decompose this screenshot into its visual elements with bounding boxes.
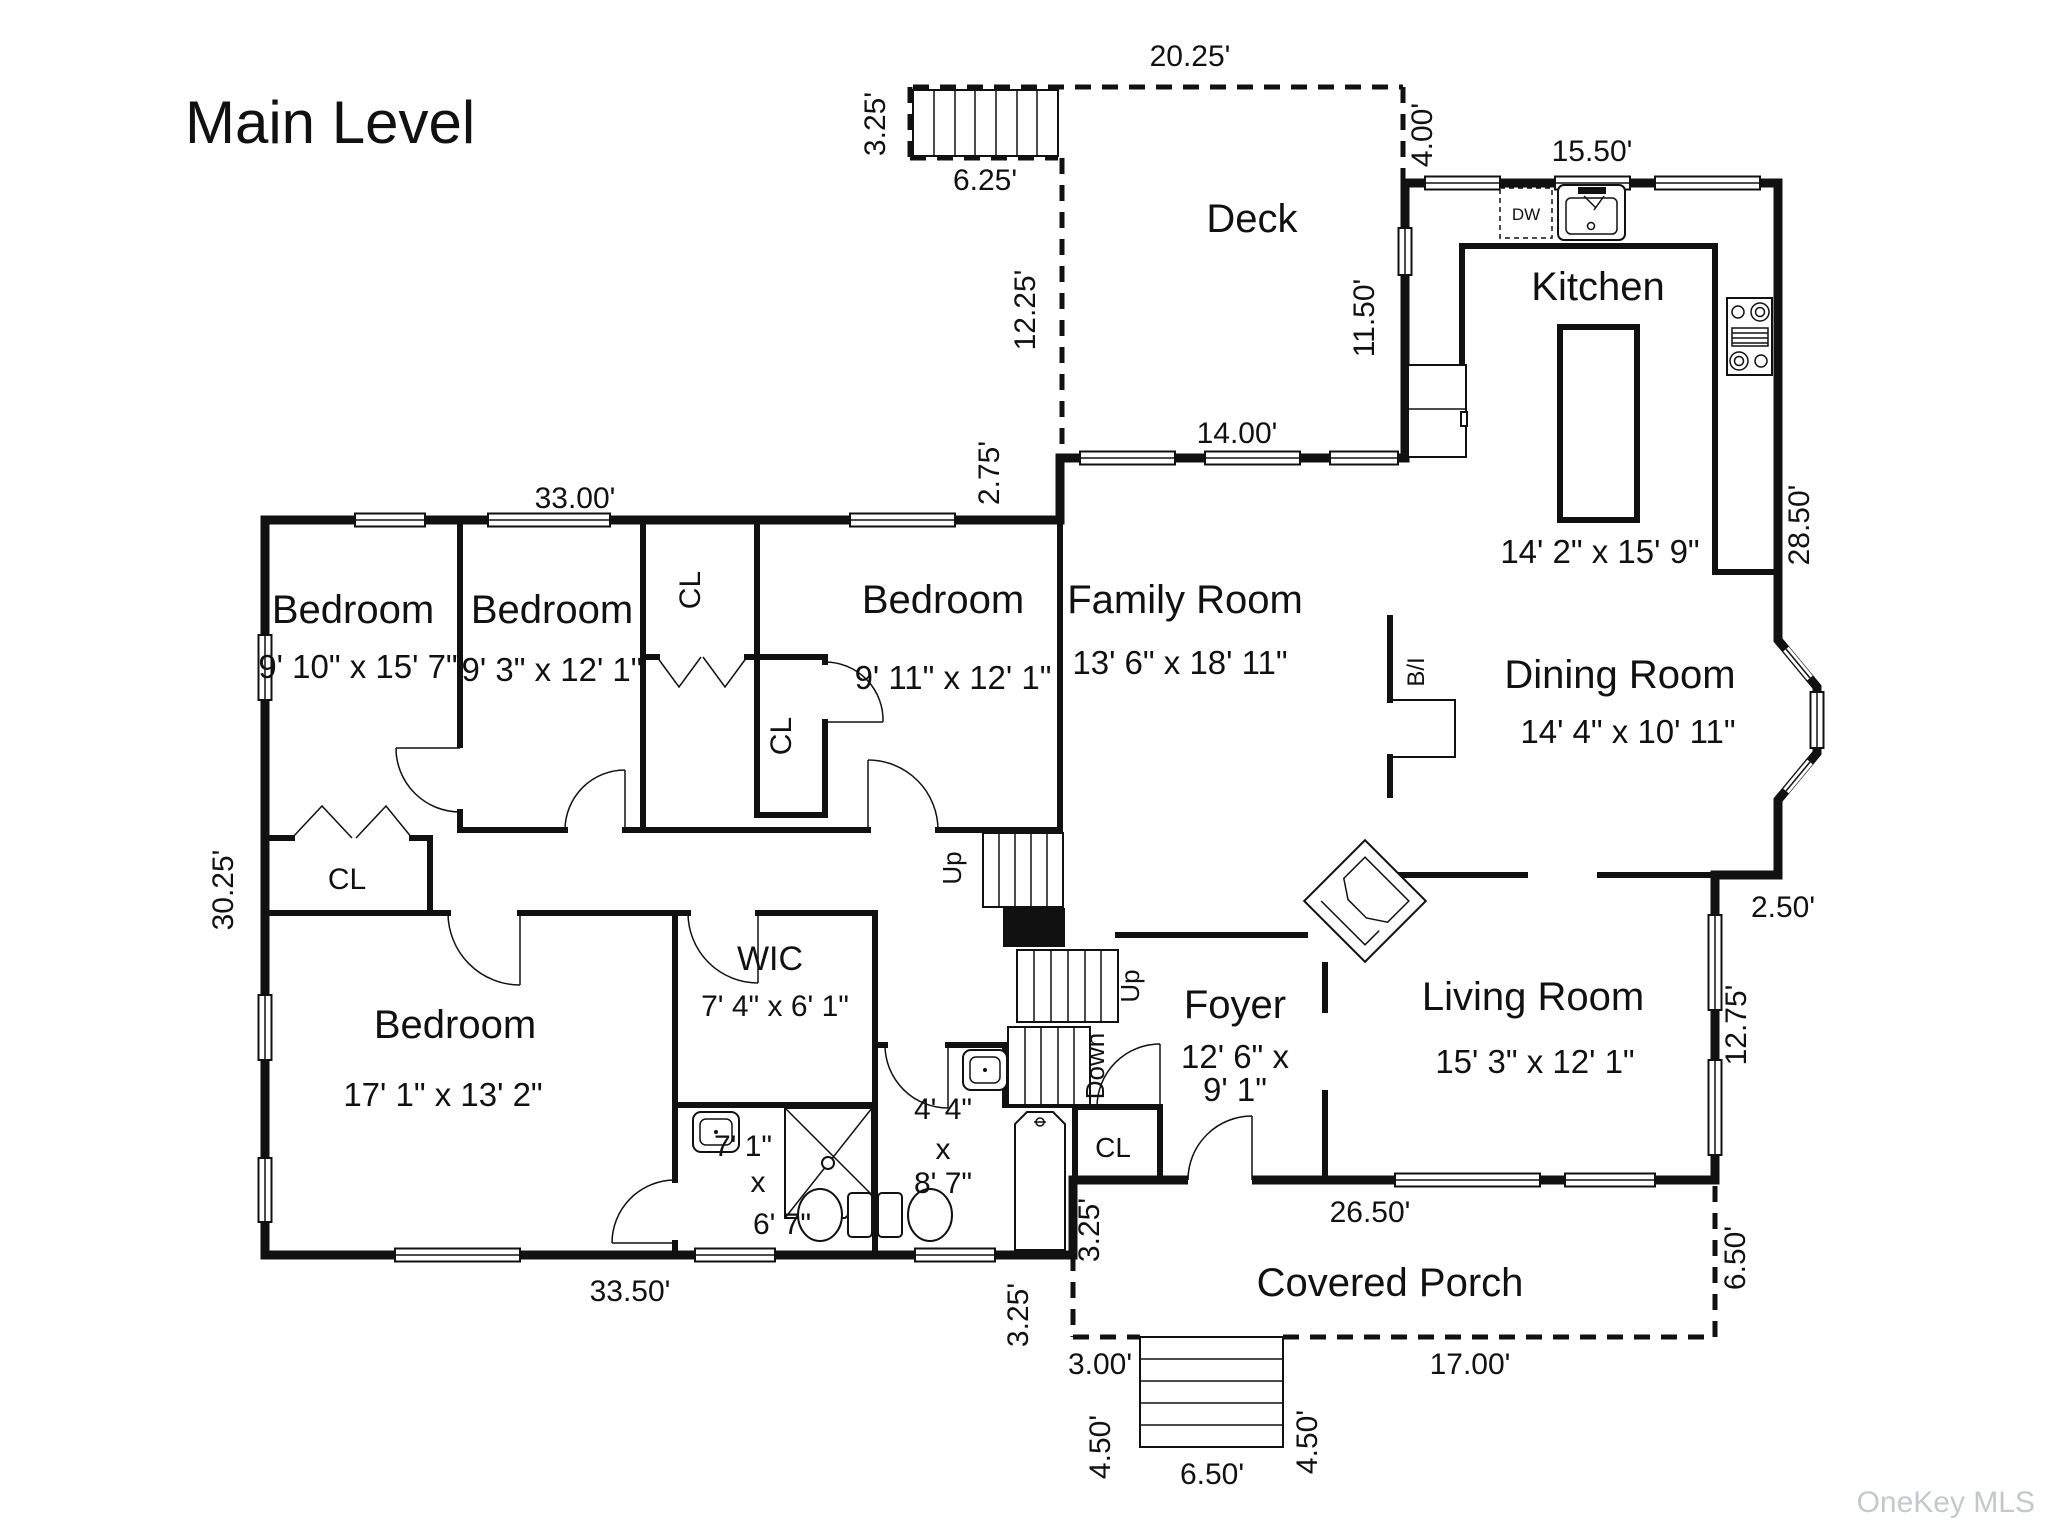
dim-porch-top: 26.50' [1330, 1196, 1411, 1229]
label-closet-strip-top: CL [674, 571, 707, 609]
label-closet-strip-bottom: CL [765, 717, 798, 755]
dims-wic: 7' 4" x 6' 1" [701, 990, 849, 1023]
dims-bath2-x: x [936, 1133, 951, 1166]
stairs-up-2 [1016, 949, 1119, 1023]
bath2-sink [962, 1049, 1008, 1091]
dim-porch-bottom: 17.00' [1430, 1348, 1511, 1381]
bath1-toilet [797, 1188, 873, 1242]
kitchen-island [1557, 324, 1640, 523]
windows [257, 175, 1825, 1263]
dims-bedroom4: 17' 1" x 13' 2" [343, 1076, 542, 1113]
bifold-doors [291, 656, 748, 839]
refrigerator [1407, 364, 1468, 458]
deck-stairs [912, 89, 1059, 157]
dim-east-side: 28.50' [1783, 485, 1816, 566]
front-door-opening [1188, 1172, 1252, 1188]
label-dining: Dining Room [1504, 653, 1735, 697]
dim-pstep-left: 4.50' [1084, 1415, 1117, 1479]
deck-outline [907, 84, 1406, 458]
dims-bath2-h: 8' 7" [914, 1167, 972, 1200]
dim-deck-top: 20.25' [1150, 40, 1231, 73]
stair-landing-wall [1003, 908, 1065, 947]
dim-deck-stairs-w: 6.25' [953, 164, 1017, 197]
label-bedroom3: Bedroom [862, 578, 1024, 622]
bath1-sink [692, 1111, 740, 1153]
label-stairs-up-1: Up [937, 851, 967, 884]
label-stairs-up-2: Up [1115, 969, 1145, 1002]
label-closet-foyer: CL [1095, 1132, 1131, 1163]
dims-bath1-x: x [751, 1166, 766, 1199]
dims-bath2-w: 4' 4" [914, 1093, 972, 1126]
label-foyer: Foyer [1184, 983, 1286, 1027]
page-title: Main Level [185, 89, 475, 156]
stairs-down [1007, 1026, 1091, 1106]
dishwasher [1499, 187, 1553, 239]
dim-porch-left: 3.25' [1002, 1283, 1035, 1347]
kitchen-sink [1557, 184, 1626, 241]
dim-porch-wall-step: 3.25' [1073, 1198, 1106, 1262]
dim-deck-left: 12.25' [1009, 270, 1042, 351]
porch-steps [1139, 1336, 1284, 1448]
dims-foyer-1: 12' 6" x [1181, 1038, 1289, 1075]
bath2-toilet [877, 1188, 953, 1242]
dim-wing-top: 33.00' [535, 482, 616, 515]
kitchen-counter [1459, 243, 1778, 575]
dim-pstep-bottom: 6.50' [1180, 1458, 1244, 1491]
porch-outline [1070, 1180, 1718, 1340]
dims-dining: 14' 4" x 10' 11" [1520, 713, 1735, 750]
dim-wing-bottom: 33.50' [590, 1275, 671, 1308]
label-family: Family Room [1067, 578, 1303, 622]
dim-family-top: 14.00' [1197, 417, 1278, 450]
dims-foyer-2: 9' 1" [1203, 1071, 1267, 1108]
fireplace [1302, 838, 1428, 964]
dims-bedroom1: 9' 10" x 15' 7" [258, 648, 457, 685]
dims-bedroom2: 9' 3" x 12' 1" [462, 651, 643, 688]
label-wic: WIC [737, 940, 803, 978]
label-dishwasher: DW [1512, 205, 1540, 224]
interior-walls [262, 517, 1718, 1258]
label-porch: Covered Porch [1257, 1261, 1524, 1305]
dim-deck-right-gap: 4.00' [1406, 103, 1439, 167]
dims-family: 13' 6" x 18' 11" [1072, 644, 1287, 681]
dim-living-side: 12.75' [1720, 985, 1753, 1066]
label-living: Living Room [1422, 975, 1644, 1019]
dim-west-side: 30.25' [207, 850, 240, 931]
dim-pstep-right: 4.50' [1291, 1410, 1324, 1474]
bath2-tub [1014, 1111, 1066, 1251]
dims-bedroom3: 9' 11" x 12' 1" [855, 659, 1052, 696]
label-stairs-down: Down [1080, 1033, 1110, 1099]
label-bedroom1: Bedroom [272, 588, 434, 632]
range-stove [1726, 297, 1773, 376]
label-bedroom2: Bedroom [471, 588, 633, 632]
label-builtin: B/I [1403, 657, 1430, 686]
dims-bath1-w: 7' 1" [714, 1130, 772, 1163]
dims-living: 15' 3" x 12' 1" [1435, 1043, 1634, 1080]
dim-porch-right: 6.50' [1719, 1226, 1752, 1290]
label-closet-bed1: CL [328, 863, 366, 896]
label-deck: Deck [1206, 197, 1298, 241]
label-bedroom4: Bedroom [374, 1003, 536, 1047]
dims-kitchen: 14' 2" x 15' 9" [1500, 533, 1699, 570]
dim-deck-stairs-h: 3.25' [859, 92, 892, 156]
watermark: OneKey MLS [1857, 1486, 2035, 1519]
doors [395, 661, 1253, 1244]
labels: Main Level Deck Kitchen 14' 2" x 15' 9" … [185, 40, 2035, 1519]
stairs-up-1 [982, 832, 1064, 908]
dim-kitchen-top: 15.50' [1552, 135, 1633, 168]
dim-deck-kitchen-side: 11.50' [1348, 279, 1381, 358]
dim-porch-step-offset: 3.00' [1068, 1348, 1132, 1381]
label-kitchen: Kitchen [1531, 265, 1664, 309]
dims-bath1-h: 6' 7" [753, 1208, 811, 1241]
dim-east-jog: 2.50' [1751, 891, 1815, 924]
dim-family-jog: 2.75' [973, 441, 1006, 505]
